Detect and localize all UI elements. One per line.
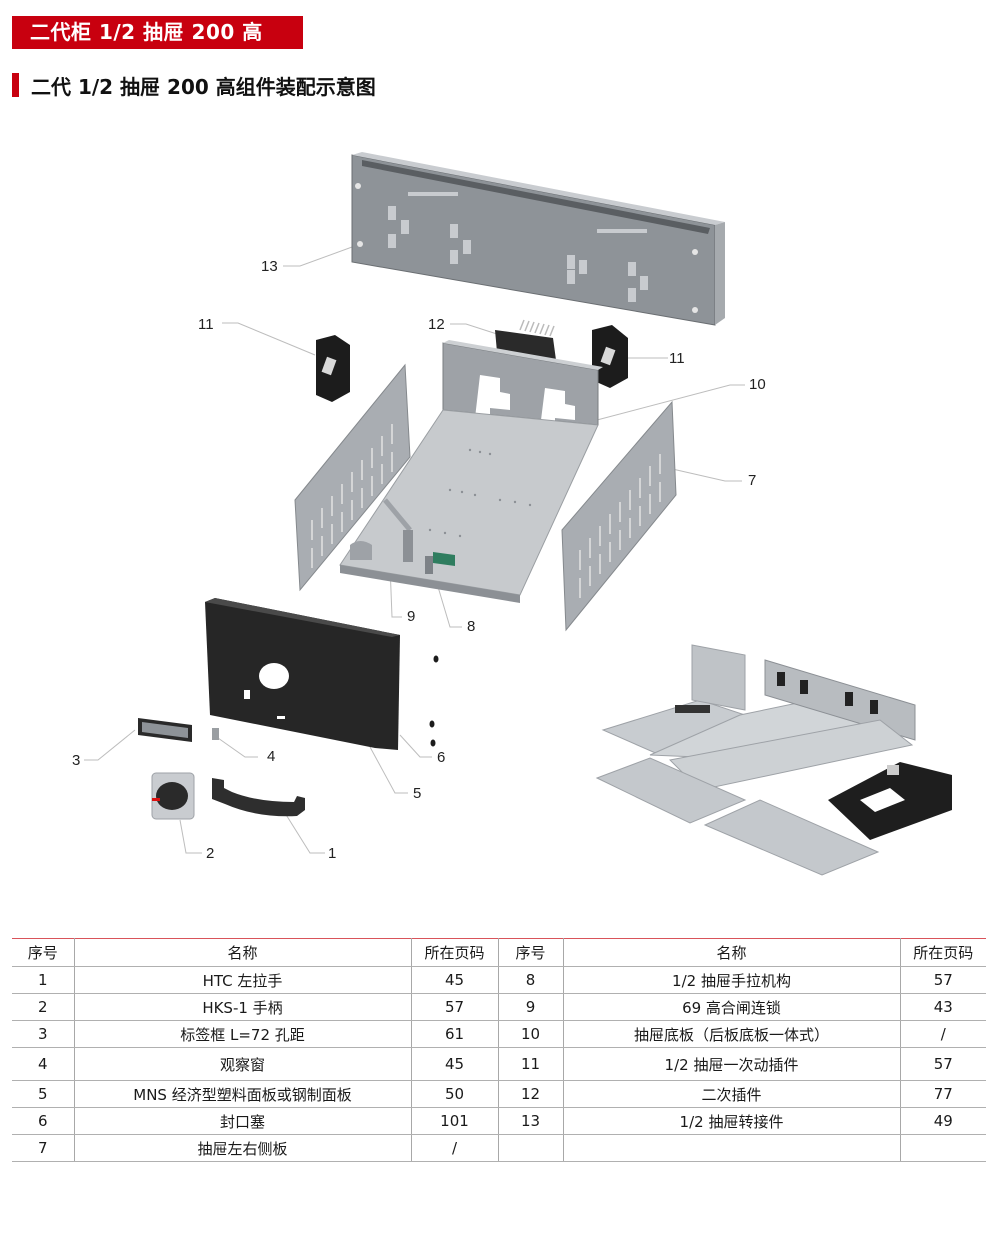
part-9-interlock <box>350 498 413 562</box>
part-5-front-panel <box>205 598 400 750</box>
cell-no: 10 <box>497 1020 563 1048</box>
cell-name: 1/2 抽屉手拉机构 <box>562 966 900 994</box>
callout-6: 6 <box>437 749 446 766</box>
cell-page: 101 <box>410 1107 498 1135</box>
cell-no: 5 <box>12 1080 74 1108</box>
cell-no: 2 <box>12 993 74 1021</box>
exploded-view-drawing <box>84 152 952 876</box>
callout-7: 7 <box>748 472 757 489</box>
table-row: 1 HTC 左拉手 45 8 1/2 抽屉手拉机构 57 <box>12 966 986 994</box>
cell-page: 57 <box>899 966 986 994</box>
cell-name: HKS-1 手柄 <box>73 993 411 1021</box>
cell-name: 69 高合闸连锁 <box>562 993 900 1021</box>
cell-page: 61 <box>410 1020 498 1048</box>
table-row: 7 抽屉左右侧板 / <box>12 1134 986 1162</box>
cell-no: 12 <box>497 1080 563 1108</box>
cell-name <box>562 1134 900 1162</box>
callout-4: 4 <box>267 748 276 765</box>
header-no: 序号 <box>12 938 74 967</box>
section-heading: 二代 1/2 抽屉 200 高组件装配示意图 <box>12 72 376 99</box>
cell-page: 50 <box>410 1080 498 1108</box>
cell-page: 57 <box>899 1047 986 1081</box>
part-7-side-panel-left <box>294 363 411 592</box>
callout-11-right: 11 <box>669 350 685 367</box>
part-4-observation-window <box>212 728 219 740</box>
table-row: 3 标签框 L=72 孔距 61 10 抽屉底板（后板底板一体式） / <box>12 1020 986 1048</box>
cell-no: 7 <box>12 1134 74 1162</box>
cell-name: 封口塞 <box>73 1107 411 1135</box>
cell-name: 标签框 L=72 孔距 <box>73 1020 411 1048</box>
cell-page: 77 <box>899 1080 986 1108</box>
header-name: 名称 <box>73 938 411 967</box>
cell-page <box>899 1134 986 1162</box>
cell-page: 45 <box>410 1047 498 1081</box>
cell-name: 抽屉底板（后板底板一体式） <box>562 1020 900 1048</box>
parts-table: 序号 名称 所在页码 序号 名称 所在页码 1 HTC 左拉手 45 8 1/2… <box>12 938 986 1162</box>
cell-name: 1/2 抽屉一次动插件 <box>562 1047 900 1081</box>
cell-no: 8 <box>497 966 563 994</box>
page-banner: 二代柜 1/2 抽屉 200 高 <box>12 16 303 49</box>
header-page: 所在页码 <box>410 938 498 967</box>
cell-page: 49 <box>899 1107 986 1135</box>
assembled-product-photo <box>595 644 952 876</box>
cell-no: 4 <box>12 1047 74 1081</box>
cell-no <box>497 1134 563 1162</box>
cell-name: 二次插件 <box>562 1080 900 1108</box>
section-title: 二代 1/2 抽屉 200 高组件装配示意图 <box>31 74 376 99</box>
callout-11-left: 11 <box>198 316 214 333</box>
part-1-pull-handle <box>212 778 305 817</box>
part-7-side-panel-right <box>561 400 677 632</box>
cell-no: 9 <box>497 993 563 1021</box>
part-8-pull-mechanism <box>425 552 455 574</box>
leader-lines <box>84 234 745 854</box>
cell-page: / <box>410 1134 498 1162</box>
table-row: 4 观察窗 45 11 1/2 抽屉一次动插件 57 <box>12 1047 986 1081</box>
cell-no: 6 <box>12 1107 74 1135</box>
part-2-rotary-handle <box>151 772 195 820</box>
table-row: 5 MNS 经济型塑料面板或钢制面板 50 12 二次插件 77 <box>12 1080 986 1108</box>
cell-page: 45 <box>410 966 498 994</box>
cell-name: 1/2 抽屉转接件 <box>562 1107 900 1135</box>
callout-9: 9 <box>407 608 416 625</box>
part-6-sealing-plugs <box>429 655 439 747</box>
cell-no: 13 <box>497 1107 563 1135</box>
callout-1: 1 <box>328 845 337 862</box>
cell-name: 观察窗 <box>73 1047 411 1081</box>
cell-page: / <box>899 1020 986 1048</box>
header-page: 所在页码 <box>899 938 986 967</box>
cell-no: 1 <box>12 966 74 994</box>
assembly-diagram: 3 4 5 6 2 1 7 8 9 10 11 11 12 13 <box>0 120 1000 910</box>
callout-13: 13 <box>261 258 278 275</box>
part-11-primary-plug-right <box>592 325 628 388</box>
cell-name: HTC 左拉手 <box>73 966 411 994</box>
header-name: 名称 <box>562 938 900 967</box>
callout-3: 3 <box>72 752 81 769</box>
callout-5: 5 <box>413 785 422 802</box>
cell-no: 11 <box>497 1047 563 1081</box>
table-row: 6 封口塞 101 13 1/2 抽屉转接件 49 <box>12 1107 986 1135</box>
cell-no: 3 <box>12 1020 74 1048</box>
cell-name: 抽屉左右侧板 <box>73 1134 411 1162</box>
table-header-row: 序号 名称 所在页码 序号 名称 所在页码 <box>12 938 986 967</box>
part-11-primary-plug-left <box>316 335 350 402</box>
part-13-adapter <box>351 152 725 326</box>
cell-page: 43 <box>899 993 986 1021</box>
heading-accent-bar <box>12 73 19 97</box>
cell-page: 57 <box>410 993 498 1021</box>
callout-12: 12 <box>428 316 445 333</box>
table-row: 2 HKS-1 手柄 57 9 69 高合闸连锁 43 <box>12 993 986 1021</box>
part-3-label-frame <box>138 718 192 742</box>
header-no: 序号 <box>497 938 563 967</box>
callout-10: 10 <box>749 376 766 393</box>
cell-name: MNS 经济型塑料面板或钢制面板 <box>73 1080 411 1108</box>
callout-2: 2 <box>206 845 215 862</box>
callout-8: 8 <box>467 618 476 635</box>
